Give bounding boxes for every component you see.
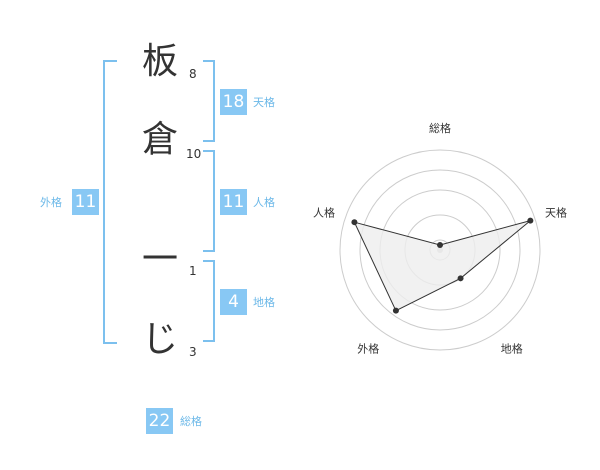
- stroke-count-1: 8: [189, 67, 197, 81]
- soukaku-label: 総格: [180, 415, 202, 428]
- stroke-count-3: 1: [189, 264, 197, 278]
- radar-ring: [339, 149, 541, 351]
- radar-axis-label: 天格: [545, 205, 567, 219]
- name-char-4: じ: [141, 319, 178, 360]
- radar-point: [392, 307, 399, 314]
- radar-axis-label: 人格: [313, 205, 335, 219]
- radar-axis-label: 地格: [501, 342, 523, 356]
- jinkaku-label: 人格: [253, 196, 275, 209]
- radar-polygon: [353, 220, 531, 312]
- radar-axis-label: 総格: [429, 121, 451, 135]
- name-char-2: 倉: [141, 119, 178, 160]
- radar-point: [351, 219, 358, 226]
- name-char-3: 一: [141, 239, 178, 280]
- stroke-count-4: 3: [189, 345, 197, 359]
- chikaku-bracket: [203, 260, 215, 342]
- radar-axis-label: 外格: [357, 342, 379, 356]
- gaikaku-bracket: [103, 60, 117, 344]
- chikaku-value: 4: [220, 289, 247, 315]
- tenkaku-label: 天格: [253, 96, 275, 109]
- gaikaku-label: 外格: [40, 196, 62, 209]
- radar-points: [351, 217, 534, 314]
- radar-point: [457, 275, 464, 282]
- radar-point: [437, 242, 443, 248]
- radar-ring: [359, 169, 521, 331]
- tenkaku-bracket: [203, 60, 215, 142]
- jinkaku-bracket: [203, 150, 215, 252]
- soukaku-value: 22: [146, 408, 173, 434]
- gaikaku-value: 11: [72, 189, 99, 215]
- tenkaku-value: 18: [220, 89, 247, 115]
- jinkaku-value: 11: [220, 189, 247, 215]
- radar-point: [527, 217, 534, 224]
- name-char-1: 板: [141, 41, 178, 82]
- stroke-count-2: 10: [186, 147, 202, 161]
- chikaku-label: 地格: [253, 296, 275, 309]
